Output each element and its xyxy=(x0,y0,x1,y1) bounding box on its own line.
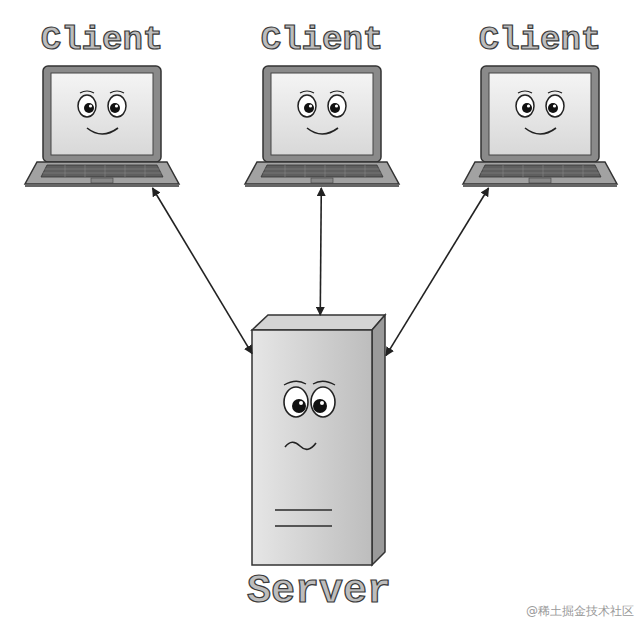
client-label: Client xyxy=(463,20,617,60)
server-node: Server xyxy=(252,315,386,615)
client-node: Client xyxy=(463,20,617,188)
client-label: Client xyxy=(25,20,179,60)
watermark: @稀土掘金技术社区 xyxy=(526,603,634,620)
client-label: Client xyxy=(245,20,399,60)
client-node: Client xyxy=(25,20,179,188)
connector-arrow xyxy=(386,188,489,356)
connector-arrow xyxy=(320,188,321,315)
server-tower xyxy=(252,315,385,565)
client-node: Client xyxy=(245,20,399,188)
connector-arrow xyxy=(152,188,252,354)
server-label: Server xyxy=(232,569,406,615)
